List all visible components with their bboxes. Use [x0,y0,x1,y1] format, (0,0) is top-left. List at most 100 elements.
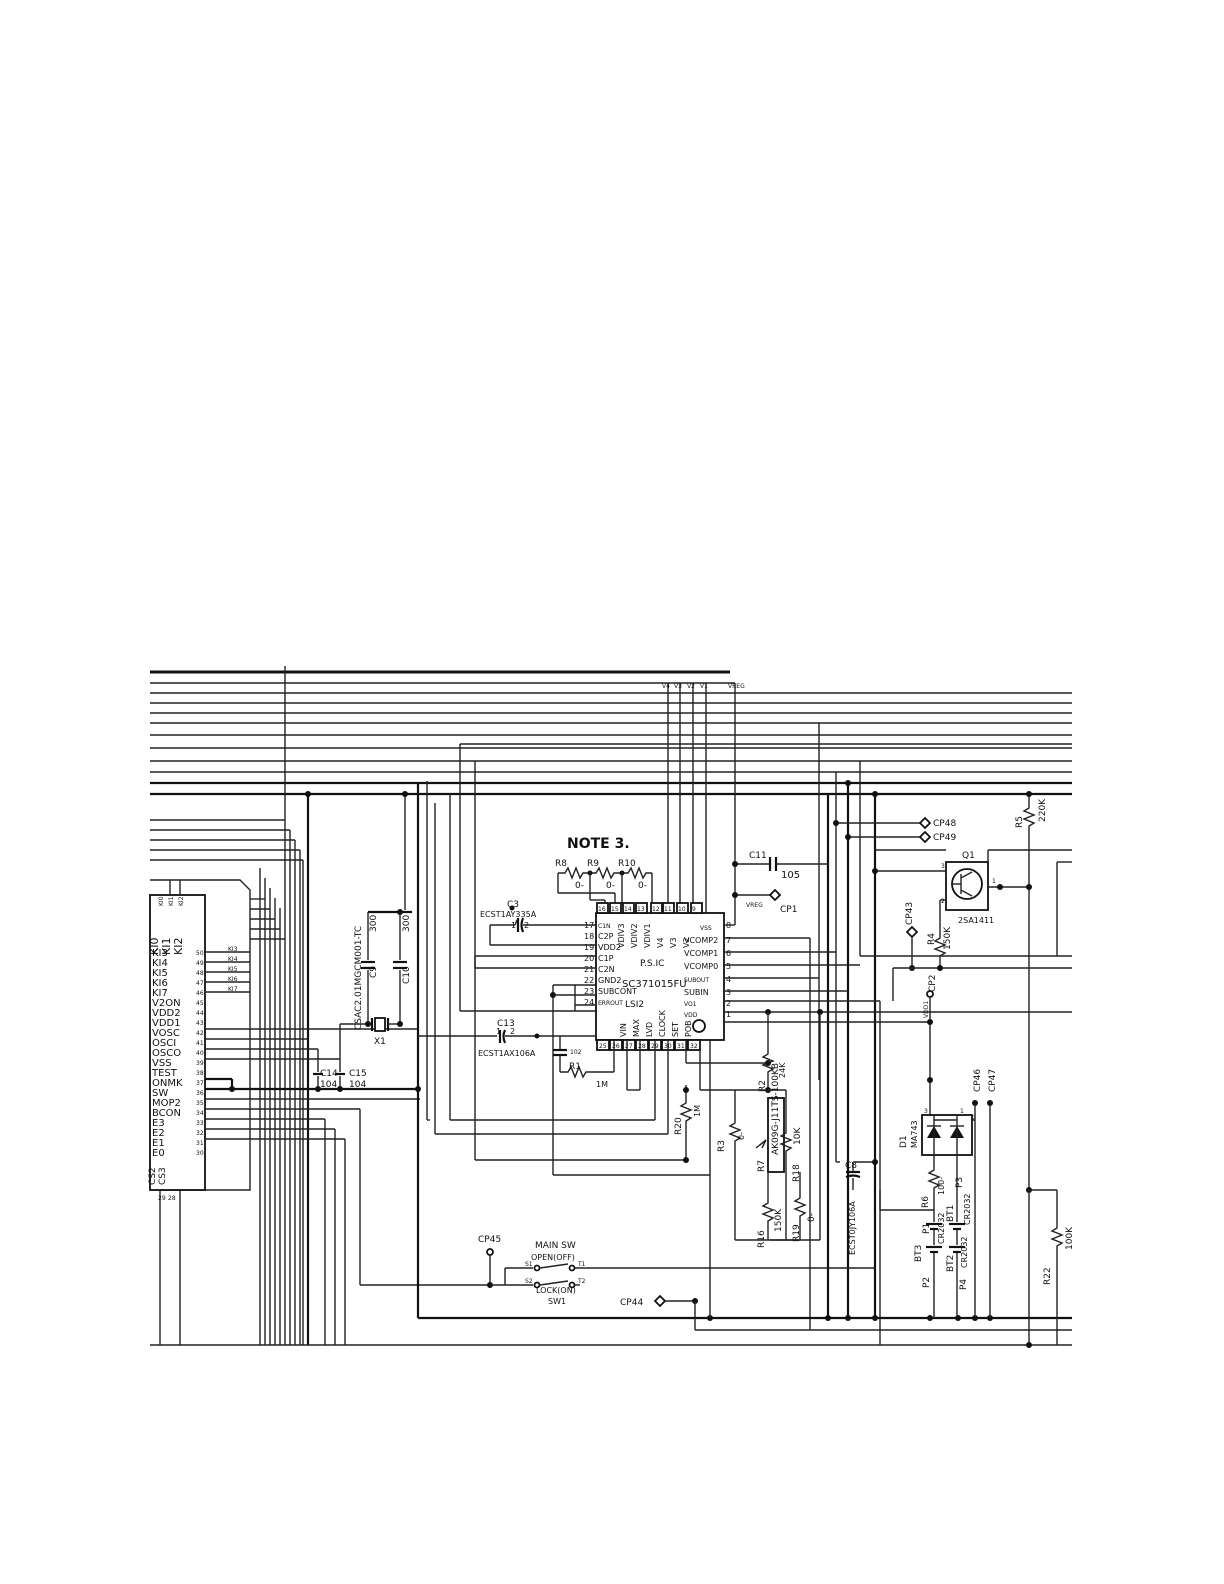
left-ic-top-label-0: KI0 [148,938,161,955]
main-sw-title: MAIN SW [535,1241,576,1251]
battery-section: CP2 VDD1 3 1 2 D1 MA743 CP46 CP47 R6 100… [879,975,998,1318]
r4-ref: R4 [927,933,937,945]
left-ic-pin-name: KI3 [152,948,168,959]
left-ic-pin-name: E3 [152,1118,165,1129]
c8-section: C8 ECST0JY106A [836,1159,878,1255]
psic-left-pin-number: 24 [584,998,594,1007]
bt2-ref: BT2 [946,1255,956,1272]
c11-ref: C11 [749,851,767,861]
left-ic-pin-number: 40 [196,1050,204,1057]
left-ic-pin-number: 35 [196,1100,204,1107]
d1-pin-2: 2 [972,1115,976,1122]
cp43-r4-section: CP43 R4 150K [892,902,1072,1001]
c10-ref: C10 [402,966,412,984]
cp49-label: CP49 [933,833,956,843]
psic-top-pin-box [609,902,622,914]
psic-right-pin-name: SUBOUT [684,977,709,984]
psic-left-pin-name: SUBCONT [598,987,637,996]
left-ic-pin-number: 41 [196,1040,204,1047]
v-lines: V4 V3 V2 V1 VREG [662,683,745,925]
c15-ref: C15 [349,1069,367,1079]
psic-bottom-label: SET [671,1022,680,1037]
psic-left-pin-name: C2N [598,965,615,974]
left-ic-pin-number: 45 [196,1000,204,1007]
left-ic-pin-name: SW [152,1088,168,1099]
r9-value: 0- [606,881,615,891]
left-ic-pin-number: 32 [196,1130,204,1137]
psic-bottom-pin-number: 31 [677,1043,685,1050]
left-ic-pin-number: 42 [196,1030,204,1037]
psic-top-pin-number: 9 [692,906,696,913]
psic-bottom-label: VIN [619,1023,628,1037]
r19-ref: R19 [792,1224,802,1242]
c11-value: 105 [781,870,800,881]
psic-bottom-pin-number: 27 [625,1043,633,1050]
left-ic-pin-name: ONMK [152,1078,183,1089]
x1-ref: X1 [374,1037,386,1047]
psic-left-pin-name: ERROUT [598,1000,623,1007]
main-sw-lock: LOCK(ON) [536,1286,576,1295]
psic-top-pin-box [622,902,635,914]
left-ic-pin-name: BCON [152,1108,181,1119]
r20-value: 1M [693,1105,702,1117]
note-3-section: NOTE 3. R8 R9 R10 0- 0- 0- [555,836,653,913]
r4-value: 150K [943,926,953,950]
c13-pin1: 1 [496,1027,501,1036]
psic-top-pin-box [635,902,648,914]
left-ic-pin-name: E0 [152,1148,165,1159]
d1-ref: D1 [899,1135,909,1148]
psic-top-pin-number: 10 [678,906,686,913]
left-ic-small-label: KI7 [228,986,238,993]
psic-label: P.S.IC [640,959,664,969]
psic-left-pin-name: VDD2 [598,943,621,952]
left-ic-pin-number: 50 [196,950,204,957]
c3-pin2: 2 [524,921,529,930]
d1-pin-1: 1 [960,1108,964,1115]
cp48-label: CP48 [933,819,956,829]
left-ic-pin-number: 43 [196,1020,204,1027]
d1-part: MA743 [910,1120,919,1148]
left-ic-pin-name: VDD1 [152,1018,181,1029]
psic-right-pin-name: VCOMP0 [684,962,718,971]
c3-part: ECST1AY335A [480,910,537,919]
psic-inner-top-label: V4 [656,937,665,948]
sw-pin-t1: T1 [577,1261,586,1268]
r16-value: 150K [774,1208,784,1232]
bus-label-v2: V2 [687,683,695,690]
bus-label-v3: V3 [674,683,682,690]
p1-ref: P1 [922,1223,932,1234]
left-ic-pin-28: 28 [168,1195,176,1202]
p4-ref: P4 [959,1279,969,1290]
psic-right-pin-number: 6 [726,949,731,958]
psic-right-pin-number: 1 [726,1010,731,1019]
psic-right-pin-number: 7 [726,936,731,945]
note-label: NOTE 3. [567,836,630,852]
psic-left-wiring: 1 2 C3 ECST1AY335A 1 2 C13 ECST1AX106A 1… [418,743,1072,1176]
psic-top-pin-number: 15 [611,906,619,913]
left-ic-pin-number: 38 [196,1070,204,1077]
left-ic-pin-number: 31 [196,1140,204,1147]
left-ic-pin-name: VDD2 [152,1008,181,1019]
left-ic-top-small-2: KI2 [178,896,185,906]
psic-bottom-label: MAX [632,1019,641,1037]
c3-pin1: 1 [511,921,516,930]
left-ic-pin-name: V2ON [152,998,181,1009]
c14-value: 104 [320,1080,337,1090]
psic-left-pin-name: C1N [598,923,611,930]
r8-value: 0- [575,881,584,891]
psic-bottom-label: LVD [645,1022,654,1037]
left-ic-pin-name: VOSC [152,1028,180,1039]
d1-pin-3: 3 [924,1108,928,1115]
r8-ref: R8 [555,859,567,869]
psic-part: SC371015FU [622,979,687,990]
r7-part: AK09G-J11TS-100KB [771,1063,781,1155]
left-ic-pin-name: KI4 [152,958,168,969]
left-ic-pin-number: 33 [196,1120,204,1127]
c13-part: ECST1AX106A [478,1049,536,1058]
r10-value: 0- [638,881,647,891]
r7-ref: R7 [757,1160,767,1172]
c8-ref: C8 [845,1161,857,1171]
psic-bottom-pin-number: 28 [638,1043,646,1050]
